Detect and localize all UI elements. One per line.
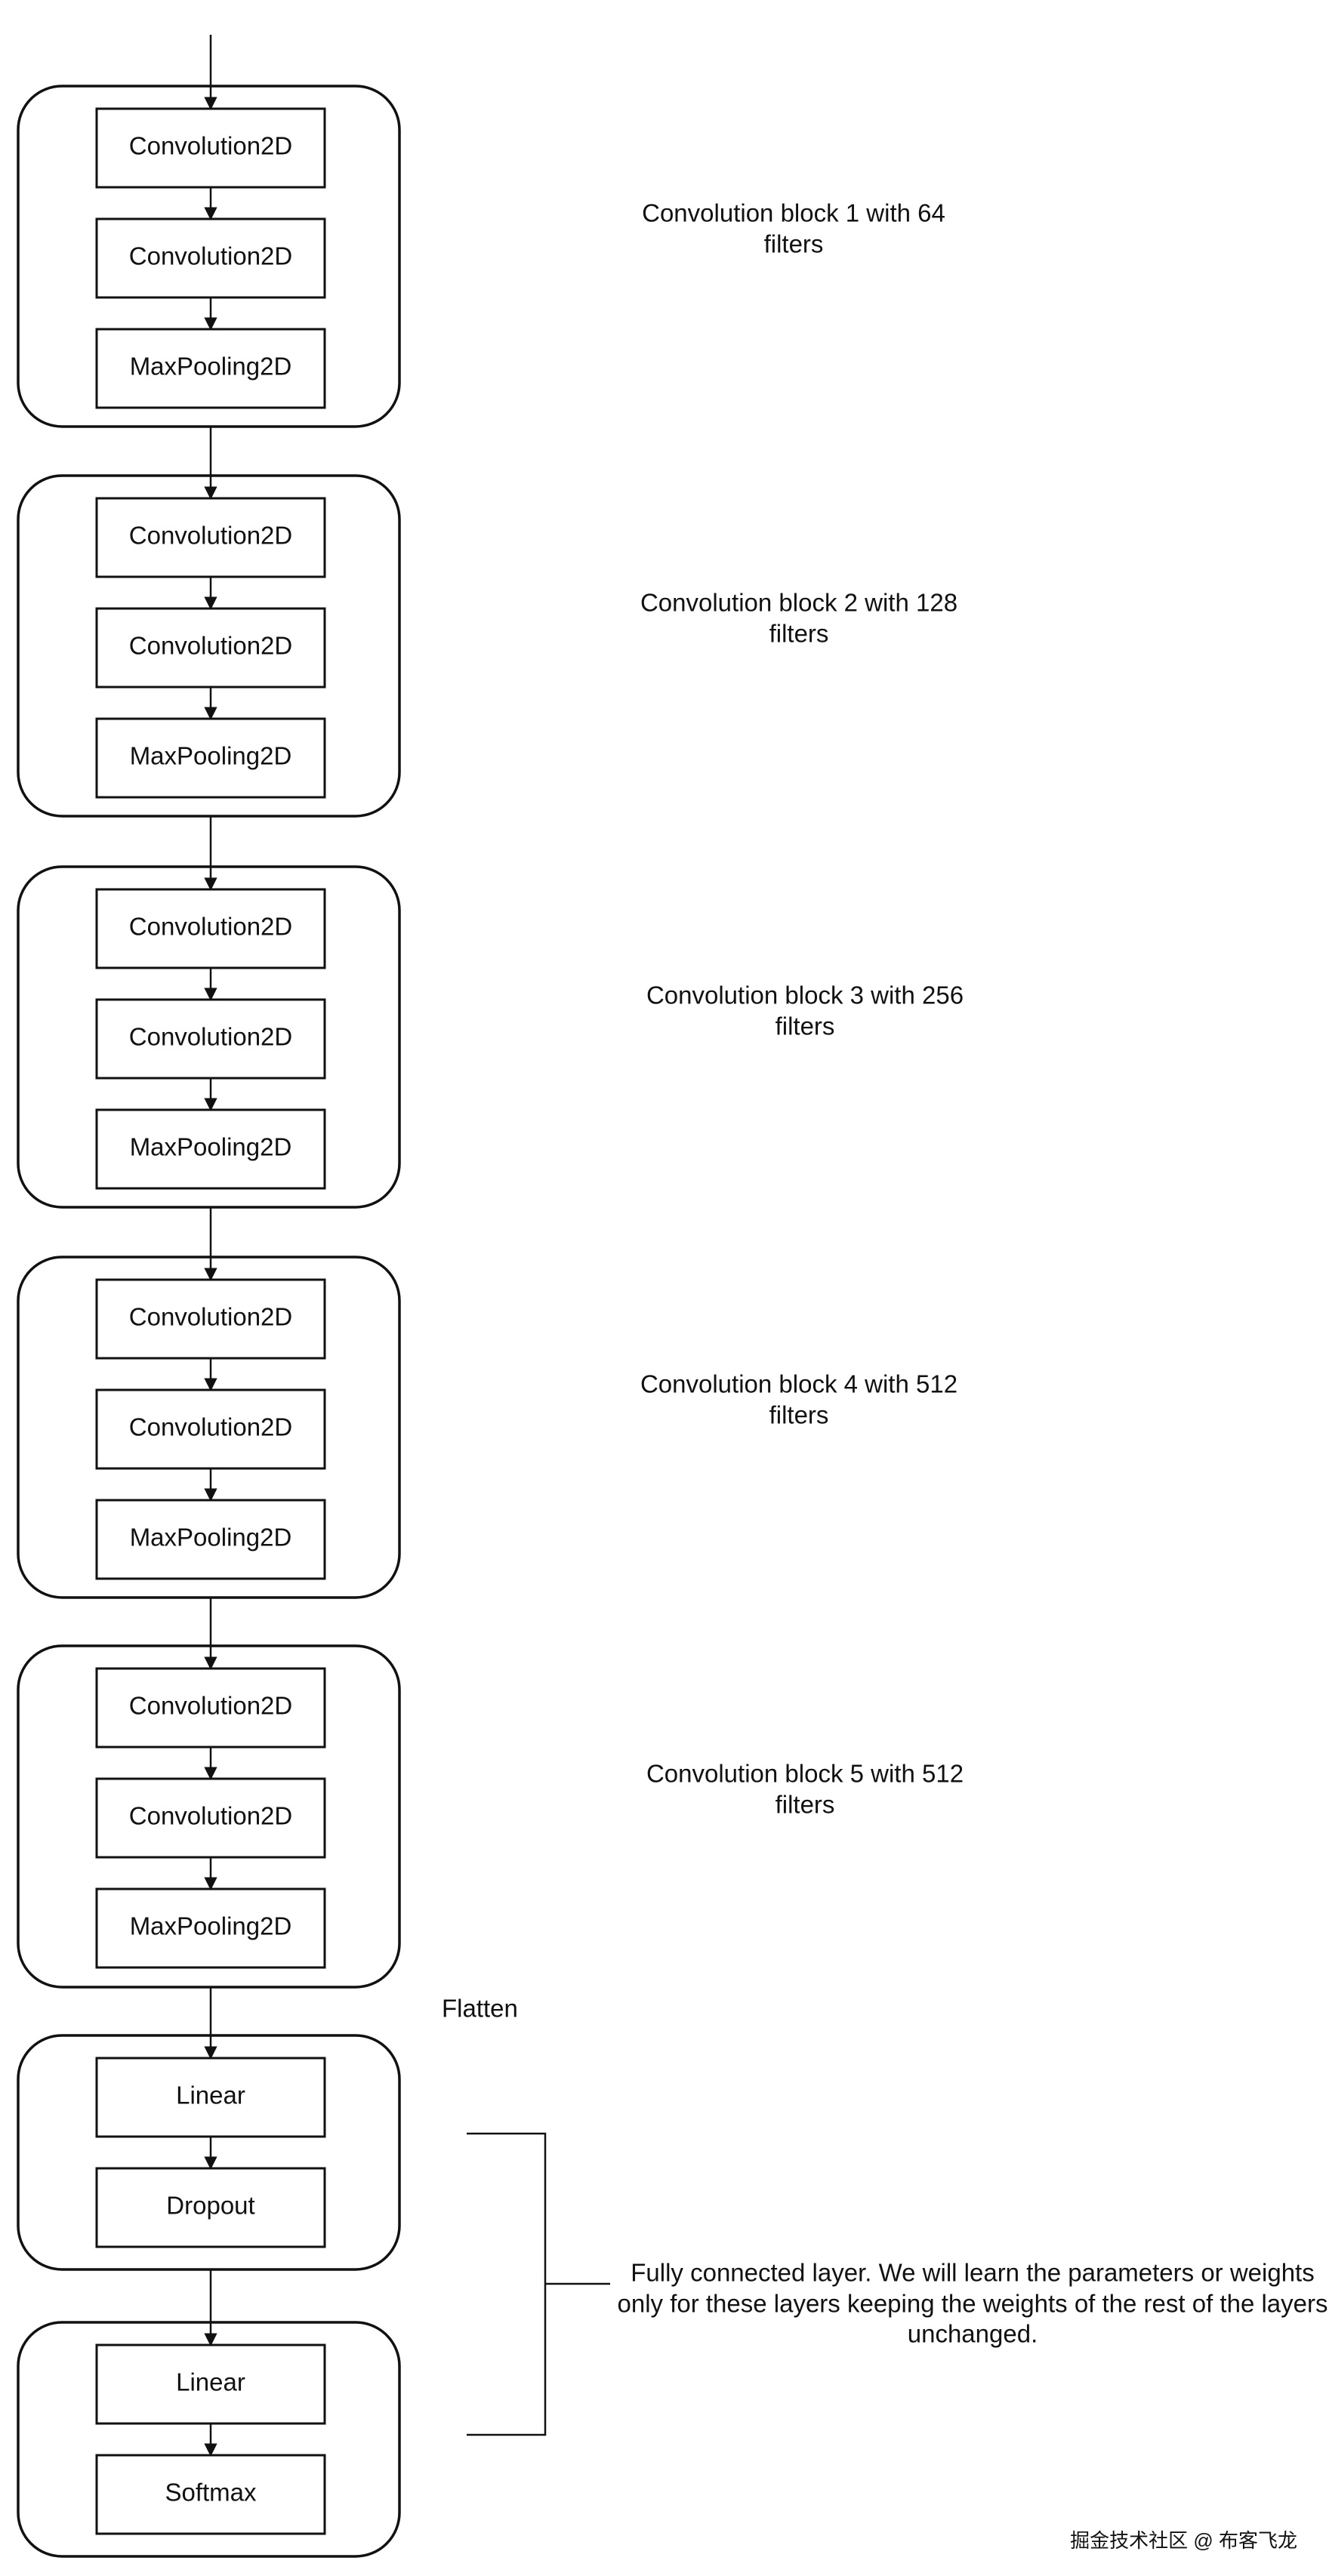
layer-box — [95, 2343, 326, 2425]
layer-label: Dropout — [166, 2192, 254, 2220]
layer-label: MaxPooling2D — [130, 1524, 292, 1551]
layer-box — [95, 2454, 326, 2535]
conv-block-2-container — [17, 474, 401, 818]
conv-block-1-container — [17, 85, 401, 428]
layer-label: Convolution2D — [129, 132, 292, 160]
layer-label: Convolution2D — [129, 522, 292, 550]
layer-box — [95, 1777, 326, 1859]
layer-label: MaxPooling2D — [130, 1133, 292, 1161]
layer-label: Convolution2D — [129, 242, 292, 270]
fully-connected-bracket — [467, 2132, 610, 2436]
watermark-text: 掘金技术社区 @ 布客飞龙 — [1070, 2529, 1297, 2552]
conv-block-1: Convolution2D Convolution2D MaxPooling2D — [17, 85, 401, 428]
fc-caption-line: only for these layers keeping the weight… — [617, 2290, 1327, 2318]
layer-box — [95, 217, 326, 299]
layer-label: Convolution2D — [129, 1802, 292, 1830]
layer-label: Convolution2D — [129, 1023, 292, 1051]
layer-box — [95, 998, 326, 1080]
conv-block-4-container — [17, 1256, 401, 1599]
layer-label: MaxPooling2D — [130, 353, 292, 381]
layer-label: Convolution2D — [129, 913, 292, 941]
layer-box — [95, 888, 326, 969]
layer-box — [95, 1887, 326, 1969]
bracket-line — [467, 2132, 610, 2436]
layer-label: Linear — [176, 2368, 245, 2396]
conv-block-3-caption-line: filters — [776, 1012, 835, 1040]
conv-block-3-container — [17, 865, 401, 1209]
layer-box — [95, 328, 326, 409]
conv-block-4-caption-line: filters — [769, 1401, 829, 1429]
conv-block-5-container — [17, 1644, 401, 1989]
layer-box — [95, 1108, 326, 1190]
layer-label: Convolution2D — [129, 632, 292, 660]
fc-caption-line: unchanged. — [908, 2320, 1038, 2348]
fc-block-1-container — [17, 2034, 401, 2271]
block-captions: Convolution block 1 with 64filtersConvol… — [617, 199, 1327, 2348]
layer-box — [95, 2167, 326, 2248]
layer-label: Convolution2D — [129, 1303, 292, 1331]
conv-block-3-caption-line: Convolution block 3 with 256 — [646, 981, 964, 1009]
layer-label: MaxPooling2D — [130, 1912, 292, 1940]
layer-blocks: Convolution2DConvolution2DMaxPooling2DCo… — [17, 85, 401, 2558]
fc-block-2-container — [17, 2321, 401, 2558]
conv-block-2-caption-line: Convolution block 2 with 128 — [640, 589, 957, 617]
layer-box — [95, 107, 326, 189]
conv-block-2: Convolution2D Convolution2D MaxPooling2D — [17, 474, 401, 818]
layer-box — [95, 2057, 326, 2138]
layer-box — [95, 1667, 326, 1749]
conv-block-4: Convolution2D Convolution2D MaxPooling2D — [17, 1256, 401, 1599]
layer-label: Linear — [176, 2081, 245, 2109]
layer-label: MaxPooling2D — [130, 742, 292, 770]
layer-label: Convolution2D — [129, 1692, 292, 1720]
conv-block-5-caption-line: filters — [776, 1791, 835, 1819]
layer-label: Convolution2D — [129, 1413, 292, 1441]
conv-block-3: Convolution2D Convolution2D MaxPooling2D — [17, 865, 401, 1209]
conv-block-4-caption-line: Convolution block 4 with 512 — [640, 1370, 957, 1398]
conv-block-1-caption-line: Convolution block 1 with 64 — [642, 199, 945, 227]
layer-box — [95, 1388, 326, 1470]
fc-caption-line: Fully connected layer. We will learn the… — [631, 2259, 1314, 2287]
conv-block-5: Convolution2D Convolution2D MaxPooling2D — [17, 1644, 401, 1989]
layer-box — [95, 1278, 326, 1360]
conv-block-2-caption-line: filters — [769, 620, 829, 648]
layer-box — [95, 717, 326, 799]
layer-label: Softmax — [165, 2479, 257, 2507]
layer-box — [95, 1499, 326, 1580]
conv-block-5-caption-line: Convolution block 5 with 512 — [646, 1760, 964, 1788]
layer-box — [95, 607, 326, 689]
flatten-label: Flatten — [442, 1995, 518, 2023]
conv-block-1-caption-line: filters — [764, 230, 824, 258]
layer-box — [95, 497, 326, 578]
